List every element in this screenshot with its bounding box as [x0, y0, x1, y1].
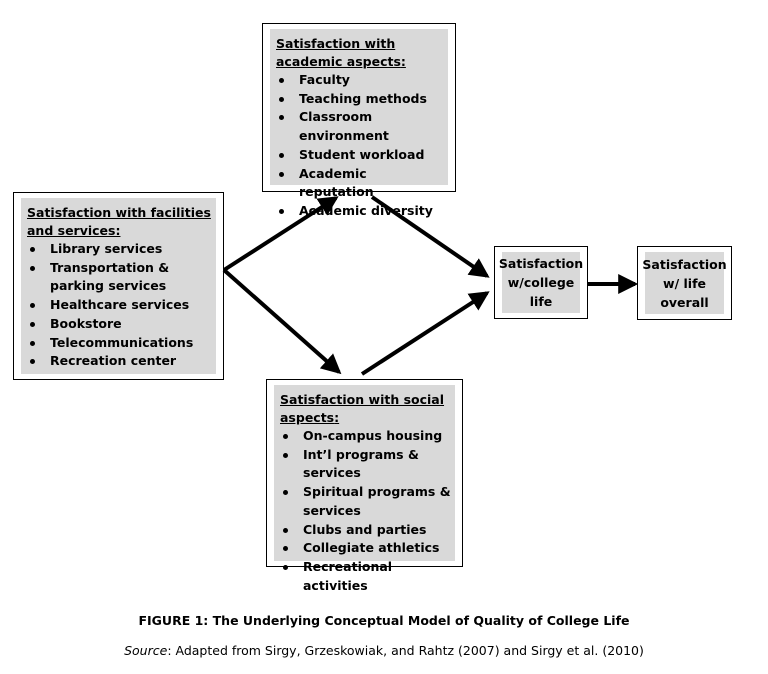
list-item: Collegiate athletics: [280, 539, 451, 558]
list-item: Faculty: [276, 71, 444, 90]
social-aspects-heading: Satisfaction with social aspects:: [280, 392, 445, 425]
facilities-services-panel: Satisfaction with facilities and service…: [21, 198, 216, 374]
college-life-label: Satisfaction w/college life: [499, 252, 583, 313]
list-item: Recreational activities: [280, 558, 451, 595]
list-item: Healthcare services: [27, 296, 212, 315]
arrow-academic-to-college-life: [370, 195, 490, 278]
list-item: Academic reputation: [276, 165, 444, 202]
social-aspects-list: On-campus housing Int’l programs & servi…: [280, 427, 451, 595]
figure-source: Source: Adapted from Sirgy, Grzeskowiak,…: [0, 643, 768, 658]
figure-title: FIGURE 1: The Underlying Conceptual Mode…: [138, 613, 630, 628]
academic-aspects-box: Satisfaction with academic aspects: Facu…: [262, 23, 456, 218]
arrow-facilities-to-academic: [222, 196, 339, 272]
social-aspects-panel: Satisfaction with social aspects: On-cam…: [274, 385, 455, 593]
college-life-box: Satisfaction w/college life: [494, 246, 588, 319]
life-overall-label: Satisfaction w/ life overall: [642, 252, 727, 314]
life-overall-box: Satisfaction w/ life overall: [637, 246, 732, 320]
facilities-services-heading: Satisfaction with facilities and service…: [27, 205, 211, 238]
list-item: On-campus housing: [280, 427, 451, 446]
list-item: Transportation & parking services: [27, 259, 212, 296]
list-item: Telecommunications: [27, 334, 212, 353]
list-item: Student workload: [276, 146, 444, 165]
facilities-services-list: Library services Transportation & parkin…: [27, 240, 212, 371]
list-item: Teaching methods: [276, 90, 444, 109]
source-label: Source: [124, 643, 168, 658]
list-item: Library services: [27, 240, 212, 259]
list-item: Recreation center: [27, 352, 212, 371]
facilities-services-box: Satisfaction with facilities and service…: [13, 192, 224, 380]
list-item: Int’l programs & services: [280, 446, 451, 483]
list-item: Classroom environment: [276, 108, 444, 145]
list-item: Spiritual programs & services: [280, 483, 451, 520]
arrow-facilities-to-social: [222, 268, 342, 375]
academic-aspects-heading: Satisfaction with academic aspects:: [276, 36, 406, 69]
source-text: : Adapted from Sirgy, Grzeskowiak, and R…: [167, 643, 644, 658]
list-item: Bookstore: [27, 315, 212, 334]
academic-aspects-panel: Satisfaction with academic aspects: Facu…: [270, 29, 448, 218]
arrow-social-to-college-life: [360, 291, 490, 376]
social-aspects-box: Satisfaction with social aspects: On-cam…: [266, 379, 463, 593]
list-item: Clubs and parties: [280, 521, 451, 540]
